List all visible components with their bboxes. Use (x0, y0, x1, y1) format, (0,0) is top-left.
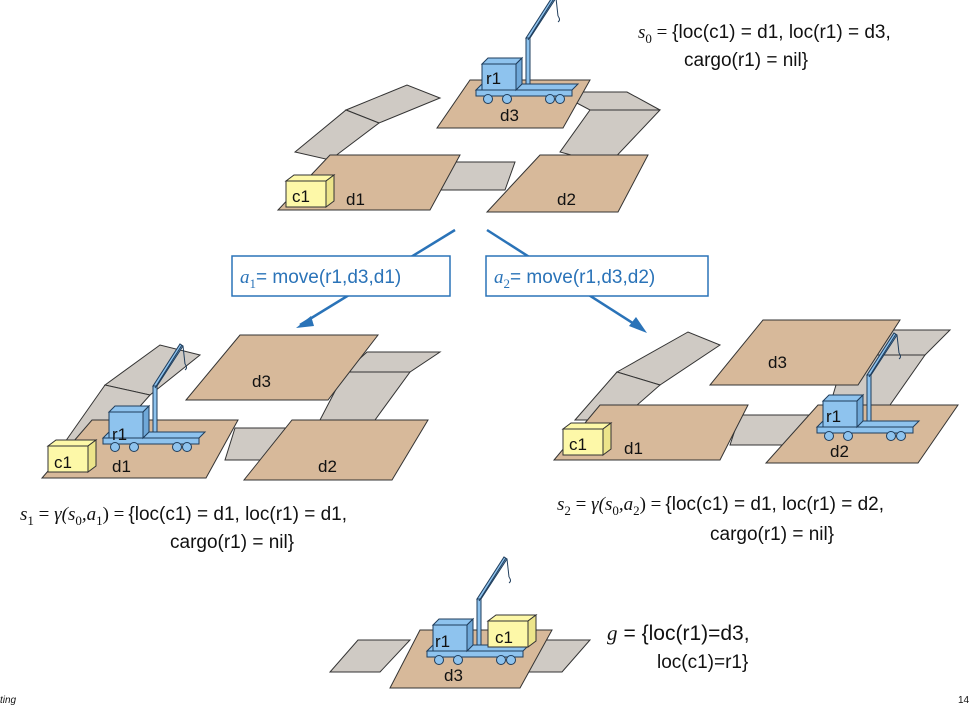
container-label: c1 (495, 628, 513, 647)
goal-line1: = {loc(r1)=d3, (624, 622, 750, 645)
svg-text:g= {loc(r1)=d3,: g = {loc(r1)=d3, (607, 621, 750, 645)
s2-action: ,a (619, 494, 633, 515)
robot-label: r1 (435, 632, 450, 651)
s2-gamma: γ(s (591, 494, 612, 515)
s0-line1: {loc(c1) = d1, loc(r1) = d3, (672, 22, 891, 43)
goal-state: r1 c1 d3 (328, 556, 592, 689)
dock-d2 (764, 404, 959, 464)
s2-gamma-sub: 0 (612, 503, 619, 518)
s1-action-sub: 1 (96, 513, 103, 528)
svg-text:a1= move(r1,d3,d1): a1= move(r1,d3,d1) (240, 267, 401, 291)
robot-label: r1 (826, 407, 841, 426)
state-s2: r1 d3 c1 d1 d2 (552, 319, 959, 464)
goal-formula: g = {loc(r1)=d3, loc(c1)=r1} (607, 621, 750, 673)
s2-action-sub: 2 (633, 503, 640, 518)
dock-label-d2: d2 (830, 442, 849, 461)
dock-d3 (708, 319, 901, 386)
robot-label: r1 (112, 425, 127, 444)
state-s1-formula: s1 = γ(s0,a1) ={loc(c1) = d1, loc(r1) = … (20, 504, 347, 553)
state-s1: r1 d3 c1 d1 d2 (40, 334, 442, 481)
s2-line2: cargo(r1) = nil} (710, 524, 834, 545)
action-a1: a1= move(r1,d3,d1) (231, 255, 451, 297)
dock-label-d3: d3 (444, 666, 463, 685)
a1-symbol: a (240, 267, 250, 288)
s1-subscript: 1 (27, 513, 34, 528)
a2-text: = move(r1,d3,d2) (510, 267, 655, 288)
dock-label-d1: d1 (624, 439, 643, 458)
s1-close: ) = (103, 504, 125, 525)
dock-d3 (184, 334, 380, 401)
svg-text:s2 = γ(s0,a2) ={loc(c1) = d1,: s2 = γ(s0,a2) ={loc(c1) = d1, loc(r1) = … (557, 494, 884, 518)
a2-symbol: a (494, 267, 504, 288)
dock-label-d2: d2 (318, 457, 337, 476)
dock-label-d3: d3 (252, 372, 271, 391)
container-label: c1 (54, 453, 72, 472)
dock-d2 (242, 419, 429, 481)
a1-text: = move(r1,d3,d1) (256, 267, 401, 288)
a1-subscript: 1 (250, 276, 257, 291)
s2-line1: {loc(c1) = d1, loc(r1) = d2, (665, 494, 884, 515)
road (293, 109, 381, 161)
s0-symbol: s (638, 22, 645, 43)
dock-label-d3: d3 (768, 353, 787, 372)
state-s0-formula: s0 = {loc(c1) = d1, loc(r1) = d3, cargo(… (638, 22, 891, 71)
s1-line1: {loc(c1) = d1, loc(r1) = d1, (128, 504, 347, 525)
svg-text:s1 = γ(s0,a1) ={loc(c1) = d1,: s1 = γ(s0,a1) ={loc(c1) = d1, loc(r1) = … (20, 504, 347, 528)
goal-symbol: g (607, 621, 618, 645)
s0-subscript: 0 (645, 31, 652, 46)
footer-left: ting (0, 695, 17, 705)
page-number: 14 (958, 695, 970, 705)
s1-line2: cargo(r1) = nil} (170, 532, 294, 553)
s2-subscript: 2 (564, 503, 571, 518)
svg-text:a2= move(r1,d3,d2): a2= move(r1,d3,d2) (494, 267, 655, 291)
road (328, 639, 412, 673)
s1-action: ,a (82, 504, 96, 525)
a2-subscript: 2 (504, 276, 511, 291)
state-s2-formula: s2 = γ(s0,a2) ={loc(c1) = d1, loc(r1) = … (557, 494, 884, 545)
svg-text:s0 = {loc(c1) = d1, loc(r1) =: s0 = {loc(c1) = d1, loc(r1) = d3, (638, 22, 891, 46)
dock-label-d1: d1 (112, 457, 131, 476)
dock-label-d3: d3 (500, 106, 519, 125)
s0-line2: cargo(r1) = nil} (684, 50, 808, 71)
state-s0: r1 d3 c1 d1 d2 (276, 0, 662, 213)
robot-label: r1 (486, 69, 501, 88)
container-label: c1 (569, 435, 587, 454)
s1-gamma: γ(s (54, 504, 75, 525)
s1-gamma-sub: 0 (75, 513, 82, 528)
dock-label-d1: d1 (346, 190, 365, 209)
action-a2: a2= move(r1,d3,d2) (485, 255, 709, 297)
s2-symbol: s (557, 494, 564, 515)
goal-line2: loc(c1)=r1} (657, 652, 748, 673)
dock-d2 (485, 154, 649, 213)
s2-close: ) = (640, 494, 662, 515)
dock-label-d2: d2 (557, 190, 576, 209)
s1-symbol: s (20, 504, 27, 525)
container-label: c1 (292, 187, 310, 206)
